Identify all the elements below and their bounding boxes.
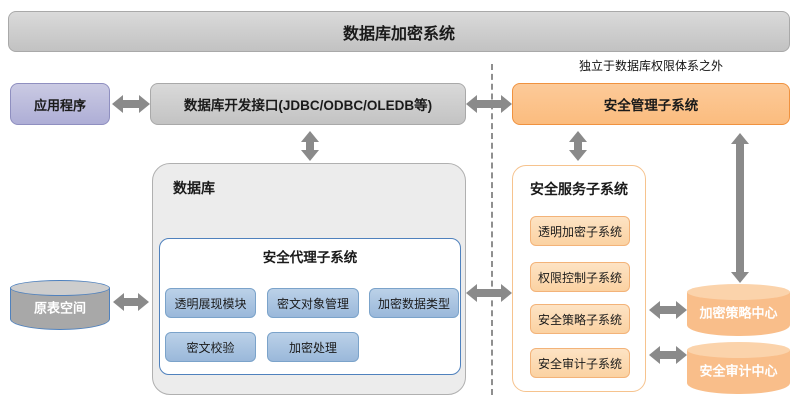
database-label: 数据库 bbox=[173, 180, 215, 196]
service-security-audit: 安全审计子系统 bbox=[530, 348, 630, 378]
cylinder-top bbox=[687, 342, 790, 358]
diagram-title-banner: 数据库加密系统 bbox=[8, 11, 790, 52]
arrow-services-audit-center bbox=[649, 346, 687, 364]
application-label: 应用程序 bbox=[33, 97, 86, 113]
arrow-mgmt-services bbox=[569, 131, 587, 161]
security-agent-title: 安全代理子系统 bbox=[262, 250, 358, 265]
cylinder-top bbox=[687, 284, 790, 300]
independence-annotation: 独立于数据库权限体系之外 bbox=[578, 59, 723, 73]
db-dev-interface-node: 数据库开发接口(JDBC/ODBC/OLEDB等) bbox=[150, 83, 466, 125]
database-container: 数据库 安全代理子系统 透明展现模块 密文对象管理 加密数据类型 密文校验 加密… bbox=[152, 163, 466, 395]
service-security-policy: 安全策略子系统 bbox=[530, 304, 630, 334]
security-services-title: 安全服务子系统 bbox=[530, 181, 628, 197]
arrow-api-mgmt bbox=[466, 95, 512, 113]
module-encryption-processing: 加密处理 bbox=[267, 332, 359, 362]
arrow-tablespace-database bbox=[113, 293, 149, 311]
security-services-container: 安全服务子系统 透明加密子系统 权限控制子系统 安全策略子系统 安全审计子系统 bbox=[512, 165, 646, 392]
service-permission-control: 权限控制子系统 bbox=[530, 262, 630, 292]
arrow-app-api bbox=[112, 95, 150, 113]
security-management-label: 安全管理子系统 bbox=[603, 98, 699, 113]
source-tablespace-cylinder: 原表空间 bbox=[10, 280, 110, 330]
arrow-api-database bbox=[301, 131, 319, 161]
module-transparent-presentation: 透明展现模块 bbox=[165, 288, 256, 318]
encryption-policy-center-label: 加密策略中心 bbox=[699, 305, 778, 321]
module-ciphertext-object-mgmt: 密文对象管理 bbox=[267, 288, 359, 318]
arrow-database-services bbox=[466, 284, 512, 302]
cylinder-top bbox=[10, 280, 110, 296]
security-audit-center-cylinder: 安全审计中心 bbox=[687, 342, 790, 394]
db-dev-interface-label: 数据库开发接口(JDBC/ODBC/OLEDB等) bbox=[183, 98, 433, 113]
security-management-node: 安全管理子系统 bbox=[512, 83, 790, 125]
encryption-policy-center-cylinder: 加密策略中心 bbox=[687, 284, 790, 336]
security-agent-container: 安全代理子系统 透明展现模块 密文对象管理 加密数据类型 密文校验 加密处理 bbox=[159, 238, 461, 375]
module-encrypted-data-types: 加密数据类型 bbox=[369, 288, 459, 318]
application-node: 应用程序 bbox=[10, 83, 110, 125]
source-tablespace-label: 原表空间 bbox=[33, 300, 86, 316]
arrow-services-policy-center bbox=[649, 301, 687, 319]
service-transparent-encryption: 透明加密子系统 bbox=[530, 216, 630, 246]
boundary-dashed-line bbox=[491, 64, 493, 395]
module-ciphertext-verification: 密文校验 bbox=[165, 332, 256, 362]
security-audit-center-label: 安全审计中心 bbox=[699, 363, 778, 379]
diagram-title: 数据库加密系统 bbox=[342, 25, 455, 43]
arrow-mgmt-policy-center bbox=[731, 133, 749, 283]
